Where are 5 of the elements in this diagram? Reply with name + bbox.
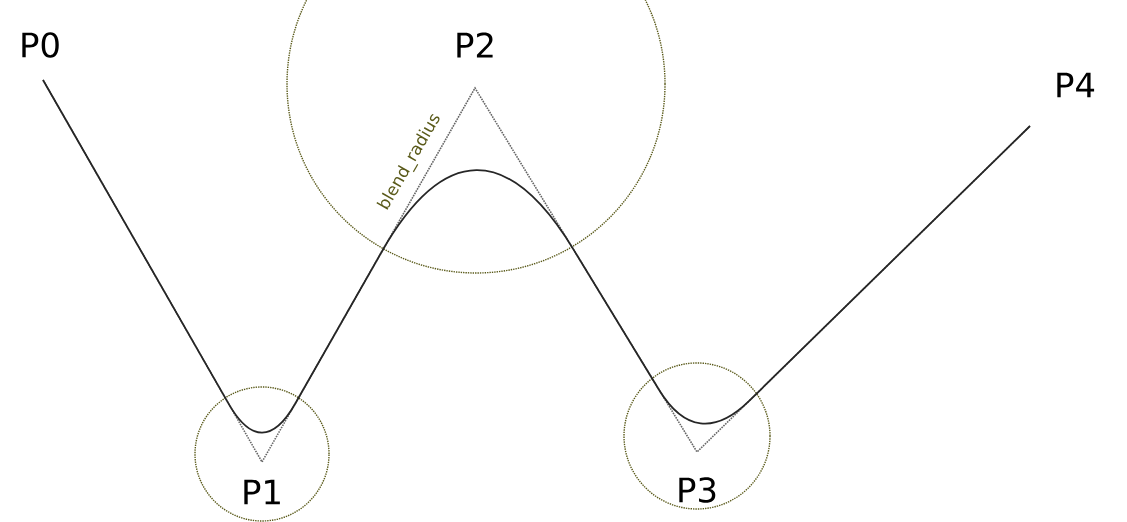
point-label: P2 <box>457 32 493 58</box>
point-label: P1 <box>244 479 280 505</box>
point-label: P0 <box>22 32 59 58</box>
point-label: P4 <box>1057 72 1095 98</box>
point-label: P3 <box>679 477 716 503</box>
